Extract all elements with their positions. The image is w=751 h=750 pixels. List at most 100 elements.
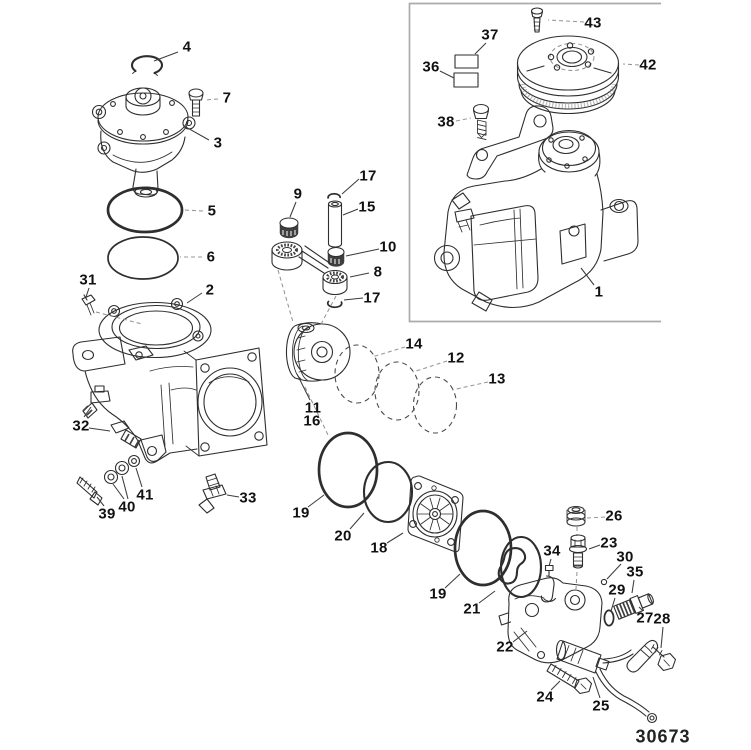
callout-17: 17 — [363, 289, 381, 307]
leader-line-29 — [610, 597, 616, 612]
piston-ring-13 — [412, 376, 458, 434]
callout-13: 13 — [488, 370, 506, 388]
leader-line-10 — [345, 248, 380, 257]
leader-line-17 — [343, 297, 364, 301]
leader-line-31 — [85, 287, 90, 298]
leader-line-8 — [349, 272, 370, 278]
inset-box — [408, 2, 661, 323]
drawing-number: 30673 — [635, 726, 691, 747]
leader-line-38 — [455, 117, 472, 122]
leader-line-20 — [349, 512, 365, 530]
callout-33: 33 — [239, 489, 257, 507]
leader-line-37 — [474, 42, 487, 55]
callout-43: 43 — [584, 14, 602, 32]
callout-26: 26 — [605, 507, 623, 525]
piston-ring-12 — [374, 361, 420, 421]
plate-36 — [453, 72, 479, 88]
callout-22: 22 — [496, 638, 514, 656]
leader-line-40 — [121, 475, 129, 500]
leader-line-11 — [296, 373, 311, 401]
leader-line-30 — [606, 563, 622, 580]
retaining-ring-4 — [130, 55, 164, 76]
callout-12: 12 — [447, 349, 465, 367]
leader-line-19 — [307, 494, 325, 508]
leader-line-39 — [96, 496, 105, 507]
callout-1: 1 — [594, 283, 604, 301]
screw-7 — [188, 88, 204, 117]
leader-line-25 — [592, 676, 601, 699]
screw-39 — [76, 476, 103, 506]
leader-line-9 — [289, 201, 297, 218]
o-ring-5 — [106, 186, 184, 234]
crankcase-2 — [72, 297, 268, 464]
callout-16: 16 — [303, 412, 321, 430]
callout-19: 19 — [292, 504, 310, 522]
leader-line-35 — [631, 579, 635, 594]
fitting-32-elbow — [82, 385, 111, 419]
callout-35: 35 — [626, 563, 644, 581]
callout-15: 15 — [358, 198, 376, 216]
callout-7: 7 — [222, 89, 232, 107]
callout-38: 38 — [437, 113, 455, 131]
o-ring-20 — [362, 460, 414, 524]
leader-line-22 — [512, 630, 528, 643]
screw-31 — [81, 294, 96, 316]
callout-4: 4 — [182, 38, 192, 56]
bearing-9 — [279, 217, 299, 239]
leader-line-1 — [580, 267, 595, 286]
callout-36: 36 — [422, 58, 440, 76]
callout-3: 3 — [213, 134, 223, 152]
callout-31: 31 — [79, 271, 97, 289]
callout-37: 37 — [481, 26, 499, 44]
callout-20: 20 — [334, 527, 352, 545]
leader-line-4 — [153, 51, 179, 62]
o-ring-19-left — [317, 431, 379, 509]
compressor-assembly-1 — [433, 105, 639, 312]
callout-5: 5 — [207, 202, 217, 220]
fitting-33 — [198, 473, 227, 514]
retaining-ring-17-bottom — [326, 300, 343, 309]
screw-38 — [472, 103, 490, 141]
leader-line-34 — [548, 558, 552, 567]
fitting-23 — [568, 534, 588, 569]
leader-line-17 — [341, 178, 360, 195]
valve-plate-18 — [407, 475, 464, 553]
washer-41 — [127, 454, 141, 468]
leader-line-23 — [588, 544, 601, 550]
callout-14: 14 — [405, 335, 423, 353]
callout-24: 24 — [536, 688, 554, 706]
callout-23: 23 — [600, 534, 618, 552]
leader-line-36 — [439, 70, 455, 79]
callout-39: 39 — [98, 505, 116, 523]
leader-line-40 — [112, 483, 125, 500]
callout-11: 11 — [304, 399, 322, 417]
callout-6: 6 — [206, 248, 216, 266]
leader-line-43 — [547, 19, 585, 23]
bearing-10 — [327, 247, 345, 267]
callout-8: 8 — [373, 263, 383, 281]
leader-line-3 — [183, 125, 210, 141]
piston-pin-15 — [327, 200, 343, 248]
leader-line-24 — [550, 680, 561, 691]
leader-line-33 — [226, 494, 240, 498]
clip-34 — [540, 564, 557, 603]
callout-32: 32 — [72, 417, 90, 435]
fitting-27-35 — [613, 593, 654, 620]
callout-30: 30 — [616, 548, 634, 566]
ball-30 — [600, 578, 608, 586]
leader-line-12 — [412, 360, 448, 373]
callout-18: 18 — [370, 539, 388, 557]
plug-26 — [566, 505, 586, 527]
leader-line-27 — [638, 606, 644, 612]
cylinder-head-22 — [498, 577, 603, 664]
piston-ring-14 — [334, 344, 380, 404]
leader-line-32 — [83, 406, 92, 418]
callout-21: 21 — [463, 600, 481, 618]
piston-11-16 — [285, 322, 351, 382]
leader-line-5 — [183, 209, 204, 212]
washers-40 — [103, 460, 130, 485]
alignment-lines — [95, 269, 578, 590]
callout-28: 28 — [653, 610, 671, 628]
